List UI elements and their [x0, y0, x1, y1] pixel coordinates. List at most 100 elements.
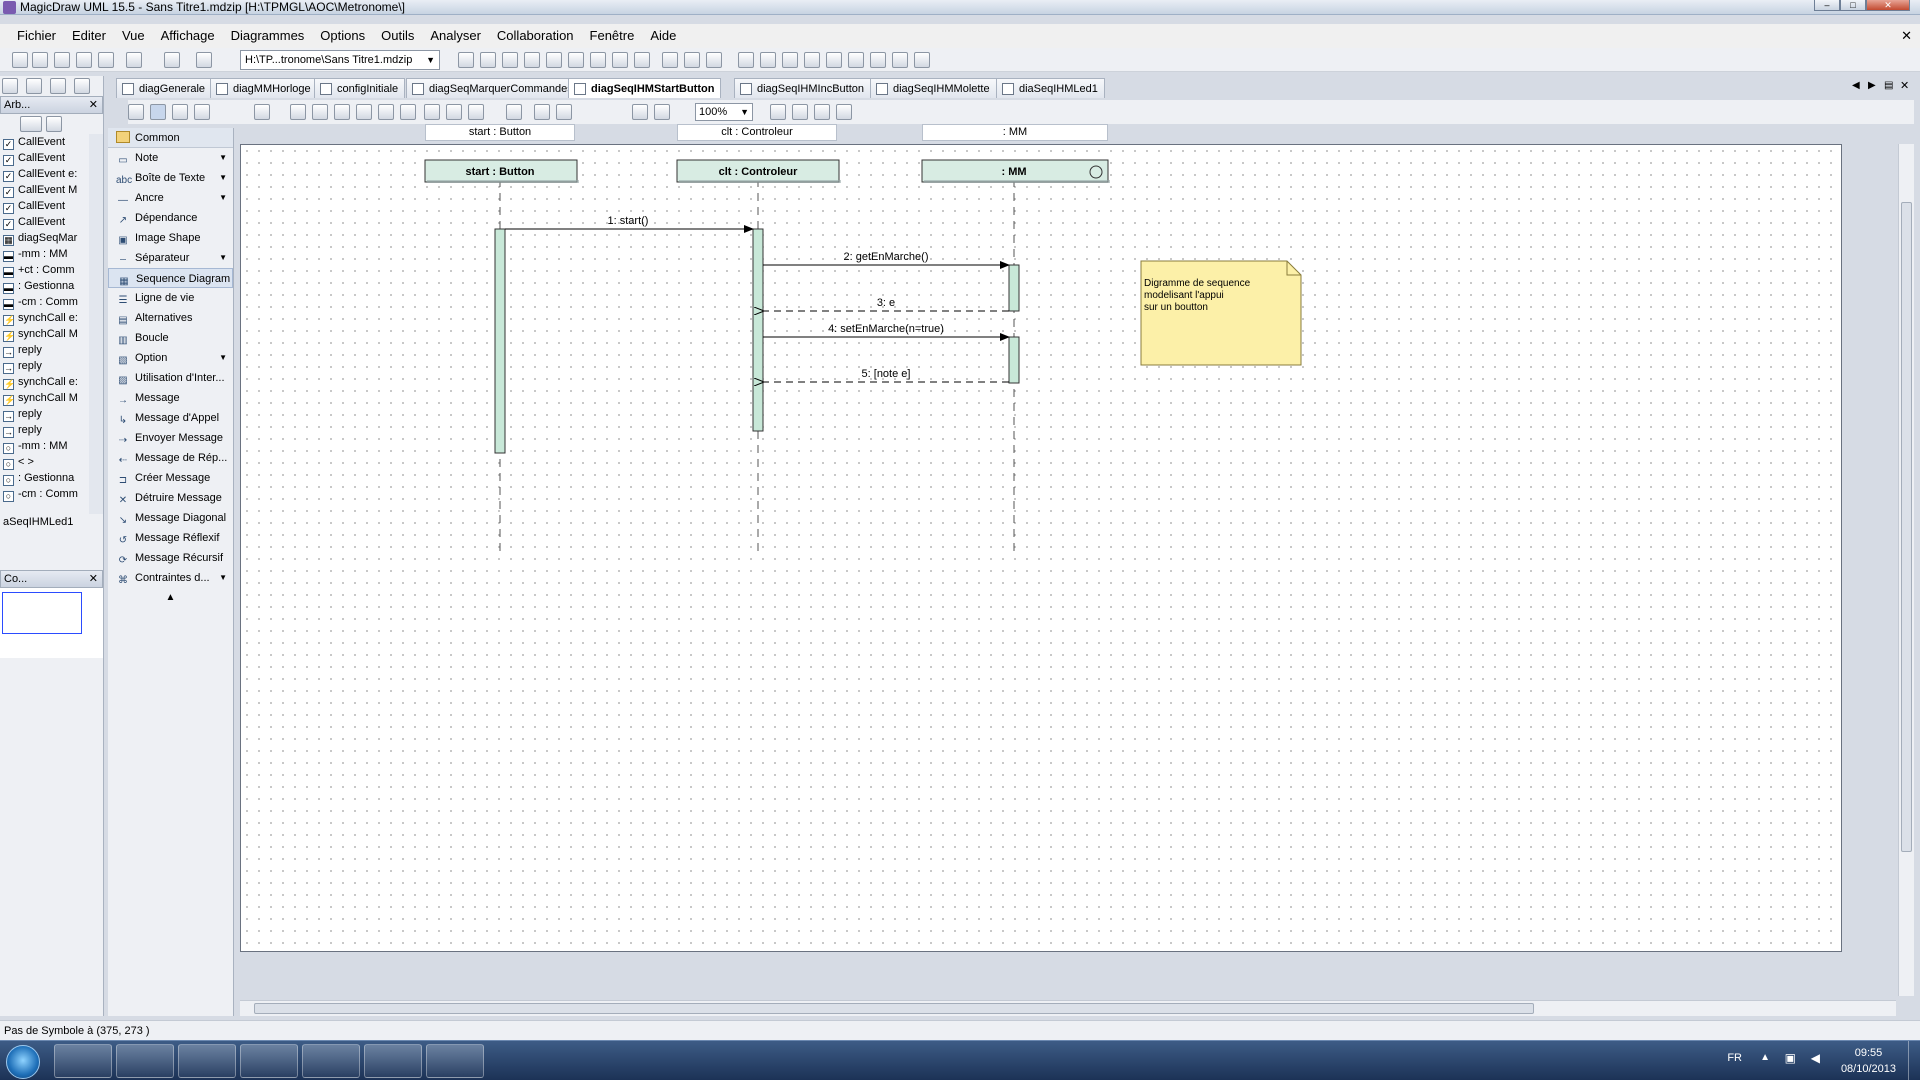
palette-scroll-up-icon[interactable]: ▲	[165, 592, 176, 603]
tree-item[interactable]: ✓CallEvent	[0, 134, 89, 150]
lifeline-start[interactable]: start : Button	[424, 159, 579, 183]
tool-icon-4[interactable]	[804, 52, 820, 68]
menu-vue[interactable]: Vue	[121, 28, 145, 43]
tree-item[interactable]: ✓CallEvent M	[0, 182, 89, 198]
activation-bar-mm-2[interactable]	[1008, 336, 1020, 384]
menu-affichage[interactable]: Affichage	[160, 28, 215, 43]
menu-options[interactable]: Options	[320, 28, 366, 43]
tree-item[interactable]: ✓CallEvent	[0, 150, 89, 166]
tree-item[interactable]: ○-cm : Comm	[0, 486, 89, 502]
message-note-e[interactable]: 5: [note e]	[763, 368, 1009, 382]
network-icon[interactable]: ▣	[1784, 1051, 1796, 1065]
tab-configinitiale[interactable]: configInitiale	[314, 78, 406, 98]
tab-diagseqihmincbutton[interactable]: diagSeqIHMIncButton	[734, 78, 872, 98]
message-start[interactable]: 1: start()	[505, 215, 754, 233]
tab-diagmmhorloge[interactable]: diagMMHorloge	[210, 78, 318, 98]
tool-icon-3[interactable]	[782, 52, 798, 68]
tree-item[interactable]: ⚡synchCall M	[0, 326, 89, 342]
paste-icon[interactable]	[814, 104, 830, 120]
tree-tool-icon-1[interactable]	[2, 78, 18, 94]
paint-taskbar-icon[interactable]	[426, 1044, 484, 1078]
eclipse-taskbar-icon[interactable]	[364, 1044, 422, 1078]
tree-tool-icon-3[interactable]	[50, 78, 66, 94]
copy-icon[interactable]	[792, 104, 808, 120]
palette-item[interactable]: ▧Option▼	[108, 348, 233, 368]
horizontal-scrollbar[interactable]	[240, 1000, 1896, 1016]
lifeline-mm[interactable]: : MM	[921, 159, 1110, 183]
diagram-canvas[interactable]: start : Button clt : Controleur : MM 1: …	[240, 144, 1842, 952]
tab-diagseqmarquercommandes[interactable]: diagSeqMarquerCommandes	[406, 78, 580, 98]
palette-item[interactable]: ↗Dépendance	[108, 208, 233, 228]
lifeline-controleur[interactable]: clt : Controleur	[676, 159, 841, 183]
lifeline-header-mm[interactable]: : MM	[922, 124, 1108, 141]
tree-item[interactable]: ✓CallEvent	[0, 214, 89, 230]
tree-item[interactable]: ▬+ct : Comm	[0, 262, 89, 278]
component-diagram-icon[interactable]	[590, 52, 606, 68]
tree-tool-icon-4[interactable]	[74, 78, 90, 94]
tree-item[interactable]: ⚡synchCall e:	[0, 374, 89, 390]
palette-item[interactable]: ⌘Contraintes d...▼	[108, 568, 233, 588]
open-project-icon[interactable]	[32, 52, 48, 68]
activation-bar-start[interactable]	[494, 228, 506, 454]
palette-group-common[interactable]: Common	[108, 128, 233, 148]
forward-icon[interactable]	[684, 52, 700, 68]
usecase-diagram-icon[interactable]	[480, 52, 496, 68]
communication-diagram-icon[interactable]	[502, 52, 518, 68]
palette-item[interactable]: ―Ancre▼	[108, 188, 233, 208]
align-icon-3[interactable]	[334, 104, 350, 120]
explorer-taskbar-icon[interactable]	[54, 1044, 112, 1078]
tree-tool-icon-2[interactable]	[26, 78, 42, 94]
palette-item[interactable]: →Message	[108, 388, 233, 408]
language-indicator[interactable]: FR	[1727, 1052, 1742, 1064]
palette-item[interactable]: ▥Boucle	[108, 328, 233, 348]
tab-scroll-right-icon[interactable]: ▶	[1868, 80, 1876, 91]
palette-item[interactable]: ▭Note▼	[108, 148, 233, 168]
palette-item[interactable]: ↺Message Réflexif	[108, 528, 233, 548]
tree-item[interactable]: ○< >	[0, 454, 89, 470]
copy-style-icon[interactable]	[534, 104, 550, 120]
tool-icon-9[interactable]	[914, 52, 930, 68]
diagram-note[interactable]: Digramme de sequence modelisant l'appui …	[1140, 260, 1302, 366]
close-document-icon[interactable]: ✕	[1901, 28, 1912, 43]
save-icon[interactable]	[54, 52, 70, 68]
fill-color-icon[interactable]	[506, 104, 522, 120]
palette-item[interactable]: ↘Message Diagonal	[108, 508, 233, 528]
tree-item[interactable]: ○: Gestionna	[0, 470, 89, 486]
tree-item[interactable]: ✓CallEvent	[0, 198, 89, 214]
tool-icon-8[interactable]	[892, 52, 908, 68]
zoom-select[interactable]: 100%▼	[695, 103, 753, 121]
lock-mode-icon[interactable]	[194, 104, 210, 120]
tree-item[interactable]: →reply	[0, 342, 89, 358]
menu-diagrammes[interactable]: Diagrammes	[230, 28, 305, 43]
undo-icon[interactable]	[164, 52, 180, 68]
deployment-diagram-icon[interactable]	[612, 52, 628, 68]
zoom-in-icon[interactable]	[632, 104, 648, 120]
firefox-taskbar-icon[interactable]	[178, 1044, 236, 1078]
palette-item[interactable]: ⟳Message Récursif	[108, 548, 233, 568]
system-clock[interactable]: 09:55 08/10/2013	[1841, 1045, 1896, 1077]
align-icon-1[interactable]	[290, 104, 306, 120]
activity-diagram-icon[interactable]	[568, 52, 584, 68]
palette-item[interactable]: ▤Alternatives	[108, 308, 233, 328]
tool-icon-1[interactable]	[738, 52, 754, 68]
tree-item[interactable]: ▬-cm : Comm	[0, 294, 89, 310]
dropdown-arrow-icon[interactable]: ▼	[219, 173, 227, 182]
activation-bar-controleur[interactable]	[752, 228, 764, 432]
close-button[interactable]: ✕	[1866, 0, 1910, 11]
lifeline-header-start[interactable]: start : Button	[425, 124, 575, 141]
dropdown-arrow-icon[interactable]: ▼	[219, 193, 227, 202]
comment-icon[interactable]	[706, 52, 722, 68]
menu-aide[interactable]: Aide	[650, 28, 677, 43]
close-tab-icon[interactable]: ✕	[1900, 80, 1910, 92]
palette-item[interactable]: ↳Message d'Appel	[108, 408, 233, 428]
media-player-taskbar-icon[interactable]	[116, 1044, 174, 1078]
sequence-mode-icon[interactable]	[150, 104, 166, 120]
tool-icon-5[interactable]	[826, 52, 842, 68]
horizontal-scroll-thumb[interactable]	[254, 1003, 1534, 1014]
palette-item[interactable]: ▨Utilisation d'Inter...	[108, 368, 233, 388]
start-button[interactable]	[6, 1045, 40, 1079]
lifeline-mode-icon[interactable]	[172, 104, 188, 120]
palette-item[interactable]: ⊐Créer Message	[108, 468, 233, 488]
palette-item[interactable]: ⇢Envoyer Message	[108, 428, 233, 448]
